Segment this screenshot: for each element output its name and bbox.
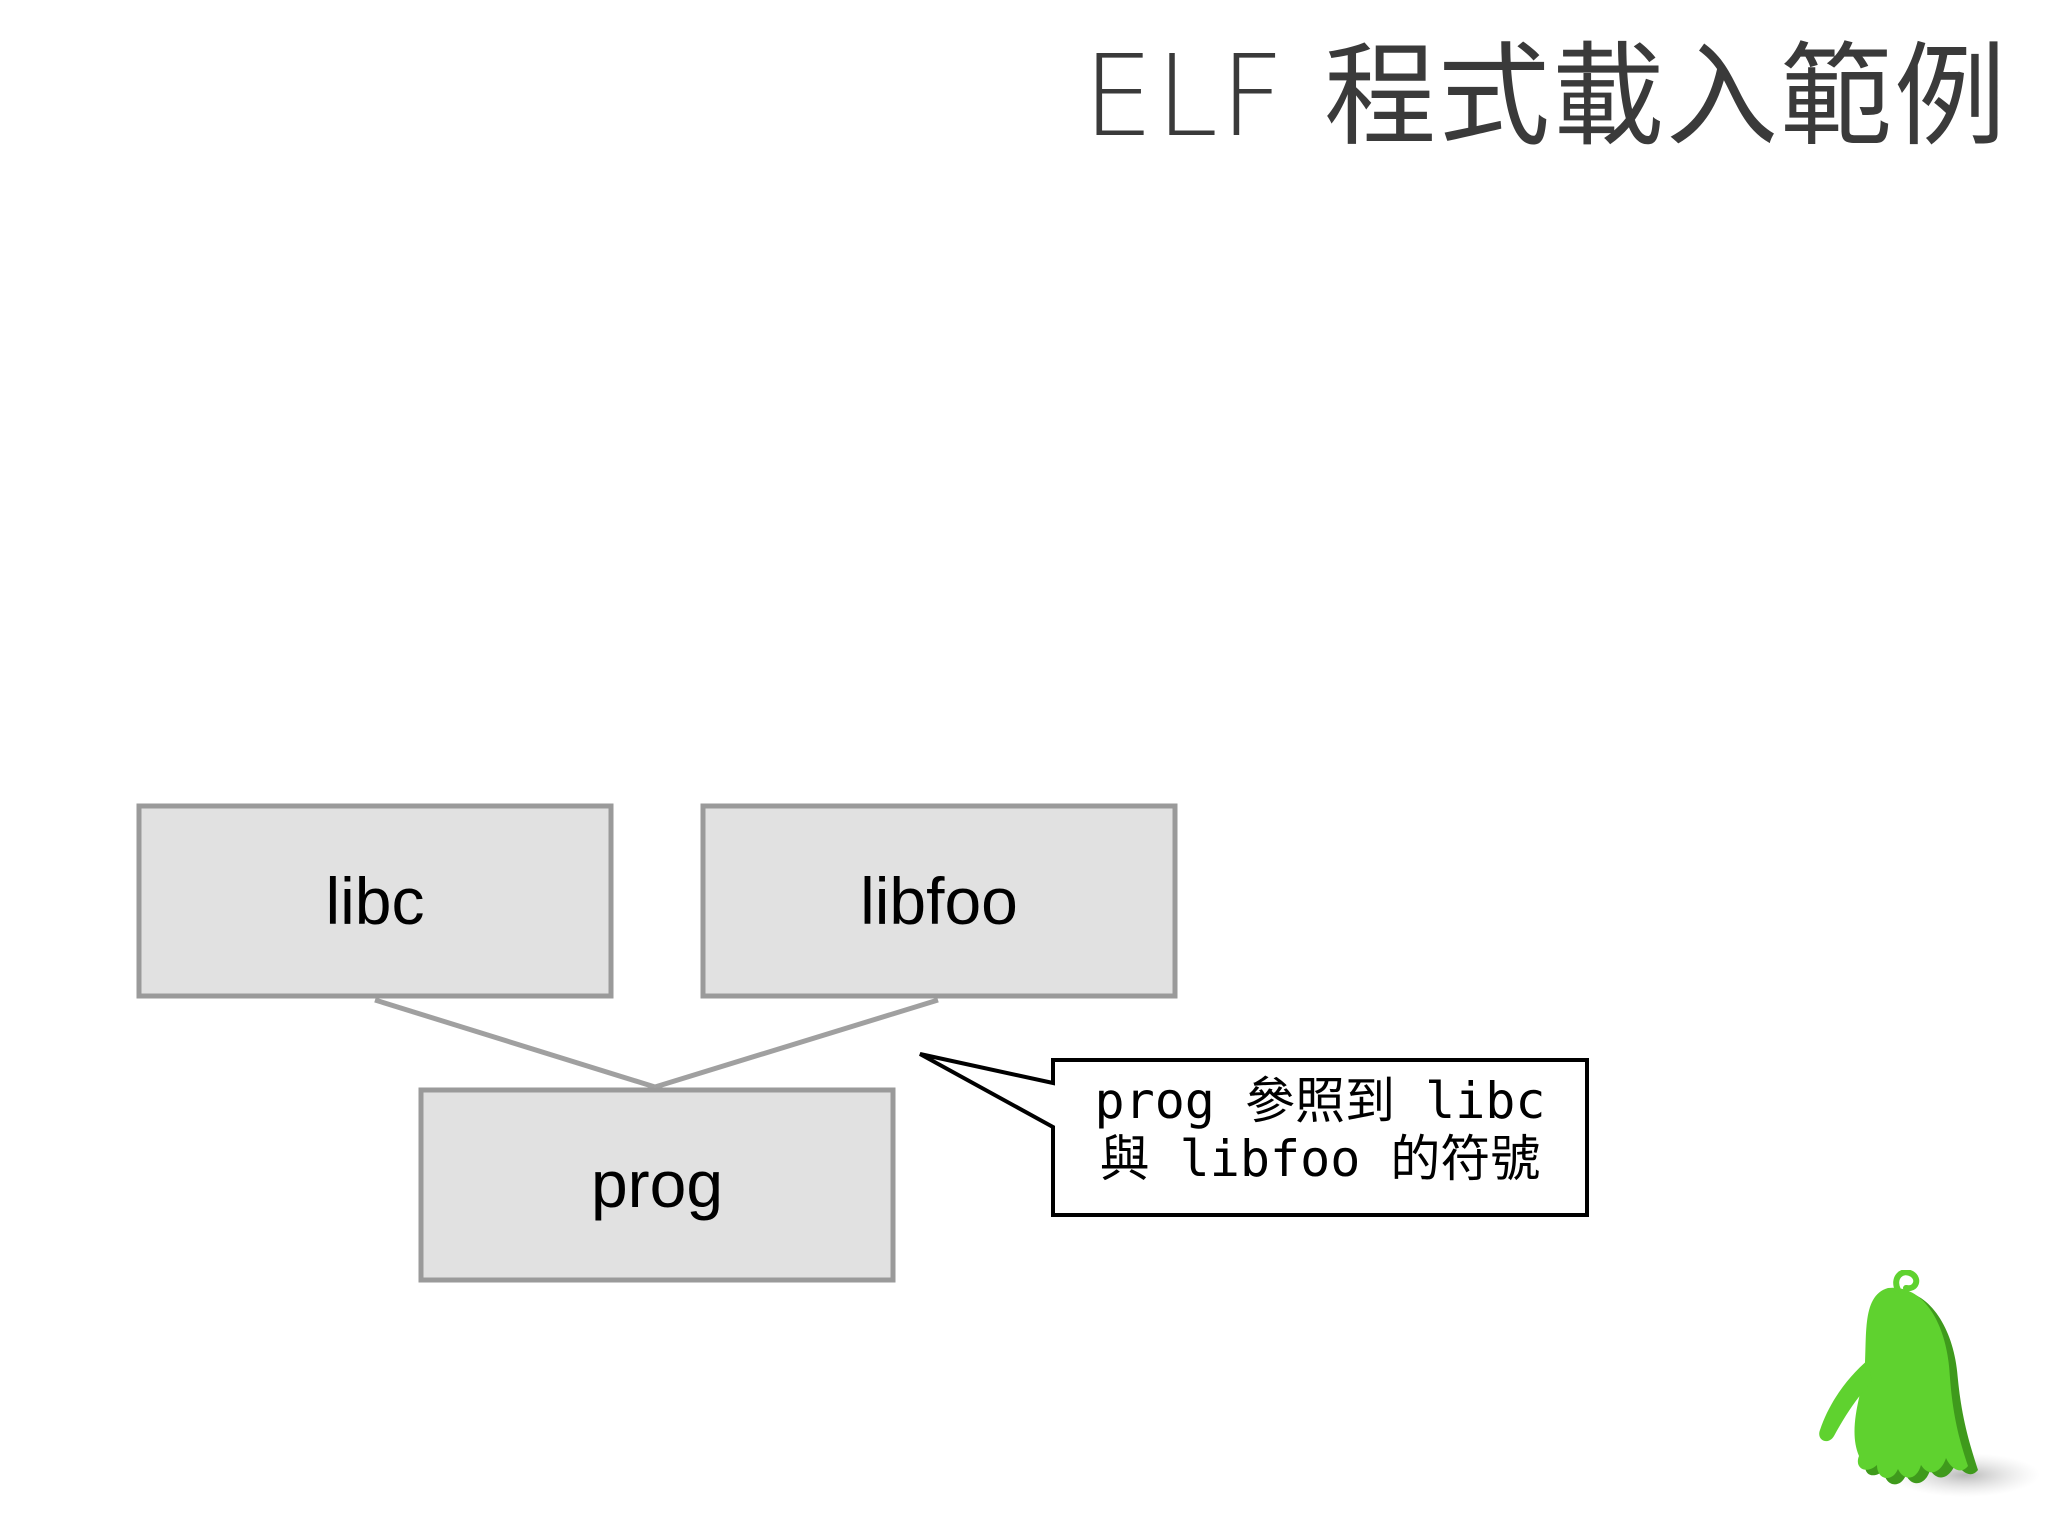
callout-text-line2: 與 libfoo 的符號 xyxy=(1100,1130,1541,1188)
node-libfoo-label: libfoo xyxy=(860,864,1018,938)
mascot-body xyxy=(1854,1287,1968,1479)
green-ghost-mascot-icon xyxy=(1819,1270,2040,1497)
edge-prog-libfoo xyxy=(654,997,939,1090)
callout-bubble xyxy=(919,1052,1589,1217)
node-libc-box xyxy=(136,803,614,999)
node-libfoo-box xyxy=(700,803,1178,999)
node-prog: prog xyxy=(418,1087,896,1283)
edge-prog-libc xyxy=(374,997,656,1090)
callout: prog 參照到 libc 與 libfoo 的符號 xyxy=(919,1052,1589,1217)
callout-text-line1: prog 參照到 libc xyxy=(1094,1072,1545,1130)
node-libfoo: libfoo xyxy=(700,803,1178,999)
node-prog-box xyxy=(418,1087,896,1283)
node-libc: libc xyxy=(136,803,614,999)
node-libc-label: libc xyxy=(325,864,424,938)
slide-title: ELF 程式載入範例 xyxy=(1082,32,2008,162)
mascot-sprout xyxy=(1893,1270,1920,1293)
mascot-arm xyxy=(1819,1360,1872,1442)
node-prog-label: prog xyxy=(591,1147,723,1221)
